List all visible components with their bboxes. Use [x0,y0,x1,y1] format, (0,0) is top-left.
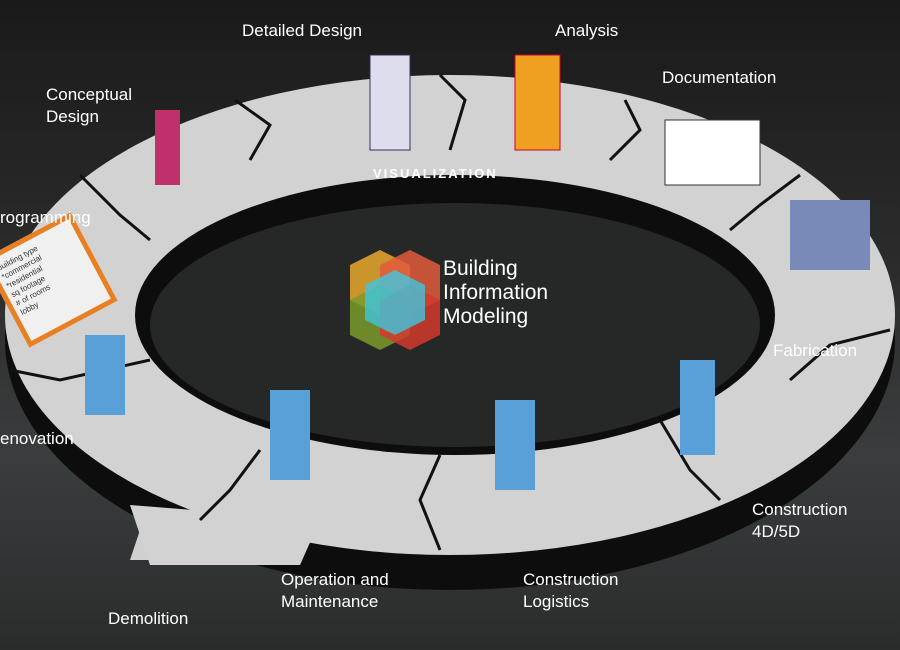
stage-detailed-design: Detailed Design [242,21,363,40]
stage-documentation: Documentation [662,68,777,87]
bim-title-line: Information [443,281,549,304]
bim-cube-logo [350,250,440,350]
stage-renovation: enovation [0,429,74,448]
stage-fabrication: Fabrication [773,341,858,360]
bim-title-line: Building [443,257,518,280]
bim-title: Building Information Modeling [443,257,548,329]
stage-analysis: Analysis [555,21,619,40]
stage-programming: rogramming [0,208,91,227]
stage-demolition: Demolition [108,609,189,628]
bim-title-line: Modeling [443,305,529,328]
visualization-label: VISUALIZATION [373,166,498,181]
building-icons [85,54,870,490]
